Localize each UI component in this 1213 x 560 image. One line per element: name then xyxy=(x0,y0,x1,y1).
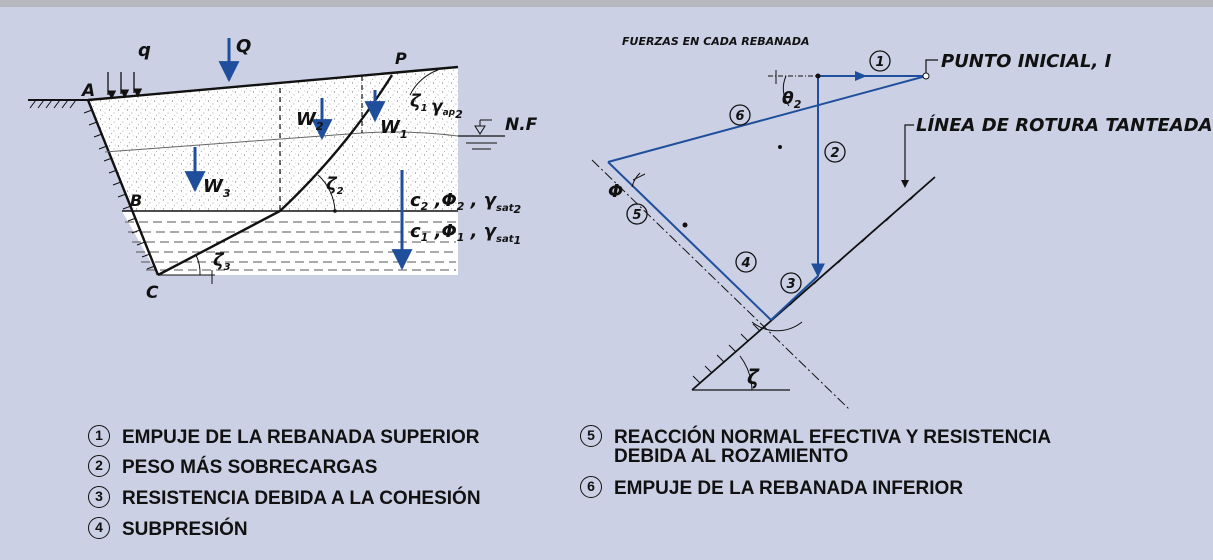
slice-boundaries xyxy=(279,76,363,211)
svg-text:4: 4 xyxy=(740,256,750,271)
slope-section: A B C P q Q W3 W2 W1 ζ1 γap2 ζ2 ζ3 N.F c… xyxy=(28,36,538,303)
legend-item-1: 1 EMPUJE DE LA REBANADA SUPERIOR xyxy=(88,425,480,449)
load-q-label: q xyxy=(138,40,151,61)
legend-number: 6 xyxy=(580,476,602,498)
theta-label: θ2 xyxy=(782,89,802,111)
legend-item-2: 2 PESO MÁS SOBRECARGAS xyxy=(88,455,378,479)
phreatic-line xyxy=(104,131,459,153)
legend-text: EMPUJE DE LA REBANADA SUPERIOR xyxy=(122,427,480,448)
ground-left-hatch xyxy=(29,99,77,109)
top-border xyxy=(0,0,1213,7)
zeta-label: ζ xyxy=(747,365,760,389)
failure-line xyxy=(691,176,936,391)
legend-text: EMPUJE DE LA REBANADA INFERIOR xyxy=(614,478,964,499)
legend-item-3: 3 RESISTENCIA DEBIDA A LA COHESIÓN xyxy=(88,486,481,510)
load-Q-label: Q xyxy=(236,36,251,57)
svg-text:1: 1 xyxy=(875,55,884,70)
slip-surface xyxy=(157,74,394,277)
zeta3-label: ζ3 xyxy=(213,250,231,273)
ground-surface xyxy=(87,65,459,102)
zeta1-label: ζ1 xyxy=(410,91,428,114)
legend-number: 3 xyxy=(88,486,110,508)
w1-label: W1 xyxy=(380,117,408,141)
legend-item-5-line2: DEBIDA AL ROZAMIENTO xyxy=(614,446,848,468)
point-a-label: A xyxy=(80,81,95,101)
layer2-props: c2 ,Φ2 , γsat2 xyxy=(410,190,522,216)
slope-face xyxy=(86,99,160,276)
svg-text:6: 6 xyxy=(735,109,744,124)
gamma-ap-label: γap2 xyxy=(431,97,463,121)
weight-arrows xyxy=(184,38,413,271)
legend-item-4: 4 SUBPRESIÓN xyxy=(88,517,248,541)
legend-number: 5 xyxy=(580,425,602,447)
force-polygon-title: FUERZAS EN CADA REBANADA xyxy=(622,35,810,48)
layer1-props: c1 ,Φ1 , γsat1 xyxy=(410,221,521,247)
force-vectors xyxy=(607,75,927,321)
phi-label: Φ xyxy=(608,181,623,202)
point-c-label: C xyxy=(146,283,159,303)
w3-label: W3 xyxy=(203,176,231,200)
legend-text: SUBPRESIÓN xyxy=(122,519,248,540)
point-p-label: P xyxy=(395,49,407,68)
force-numbers: 1 2 3 4 5 6 xyxy=(626,50,891,294)
failure-line-label: LÍNEA DE ROTURA TANTEADA xyxy=(916,114,1213,136)
normal-line xyxy=(591,159,851,411)
legend-number: 4 xyxy=(88,517,110,539)
point-b-label: B xyxy=(130,191,142,210)
zeta2-label: ζ2 xyxy=(326,174,344,197)
svg-text:5: 5 xyxy=(632,208,641,223)
start-point-label: PUNTO INICIAL, I xyxy=(941,51,1112,72)
angle-arc-3 xyxy=(195,254,201,276)
water-level-symbol xyxy=(458,119,505,150)
svg-text:3: 3 xyxy=(786,277,795,292)
slope-face-hatch xyxy=(83,109,156,270)
legend-text: PESO MÁS SOBRECARGAS xyxy=(122,457,378,478)
water-level-label: N.F xyxy=(505,115,538,135)
surcharge-arrows xyxy=(107,72,143,100)
legend-text: REACCIÓN NORMAL EFECTIVA Y RESISTENCIA xyxy=(614,427,1052,448)
angle-arc-1 xyxy=(409,69,439,96)
legend-text: DEBIDA AL ROZAMIENTO xyxy=(614,446,849,467)
force-polygon: FUERZAS EN CADA REBANADA ζ xyxy=(591,35,1213,411)
legend-text: RESISTENCIA DEBIDA A LA COHESIÓN xyxy=(122,488,481,509)
w2-label: W2 xyxy=(296,109,324,133)
svg-text:2: 2 xyxy=(830,146,839,161)
legend-number: 1 xyxy=(88,425,110,447)
saturated-layer xyxy=(122,211,458,275)
angle-arc-2 xyxy=(317,174,336,212)
legend-number: 2 xyxy=(88,455,110,477)
legend-item-5: 5 REACCIÓN NORMAL EFECTIVA Y RESISTENCIA xyxy=(580,425,1052,449)
legend-item-6: 6 EMPUJE DE LA REBANADA INFERIOR xyxy=(580,476,964,500)
failure-line-hatch xyxy=(692,181,930,384)
